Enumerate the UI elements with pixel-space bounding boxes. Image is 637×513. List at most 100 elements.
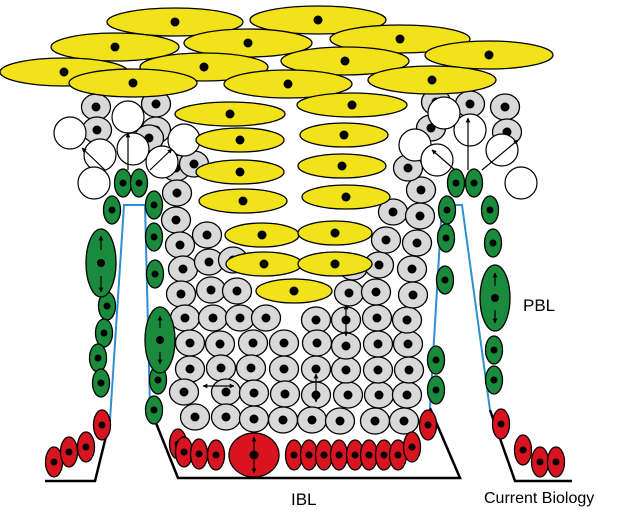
suprabasal-cell-10: [163, 180, 192, 206]
keratinocyte-11-nucleus: [284, 80, 293, 89]
migrating-cell-3: [112, 101, 144, 133]
suprabasal-cell-1: [82, 94, 111, 120]
keratinocyte-17: [196, 160, 284, 184]
peripheral-basal-cell-5: [96, 319, 113, 347]
keratinocyte-18: [298, 154, 386, 178]
suprabasal-cell-18-nucleus: [180, 388, 189, 397]
keratinocyte-20: [302, 185, 390, 209]
suprabasal-cell-43-nucleus: [308, 416, 317, 425]
suprabasal-cell-53-nucleus: [374, 366, 383, 375]
suprabasal-cell-15-nucleus: [181, 314, 190, 323]
dividing-green-cell-left-nucleus: [97, 259, 105, 267]
suprabasal-cell-63-nucleus: [403, 316, 412, 325]
suprabasal-cell-57-nucleus: [375, 261, 384, 270]
peripheral-basal-cell-16: [437, 266, 454, 294]
basal-cell-2: [61, 437, 78, 467]
suprabasal-cell-13-nucleus: [179, 265, 188, 274]
keratinocyte-16-nucleus: [340, 131, 349, 140]
suprabasal-cell-25: [212, 379, 241, 405]
keratinocyte-12-nucleus: [428, 76, 437, 85]
basal-cell-16-nucleus: [395, 452, 402, 459]
peripheral-basal-cell-4-nucleus: [104, 303, 111, 310]
suprabasal-cell-39: [302, 307, 331, 333]
suprabasal-cell-61-nucleus: [405, 366, 414, 375]
keratinocyte-15: [196, 128, 284, 152]
keratinocyte-23-nucleus: [260, 260, 269, 269]
peripheral-basal-cell-20-nucleus: [490, 240, 497, 247]
migrating-cell-13: [146, 146, 178, 178]
basal-cell-4: [94, 410, 111, 440]
suprabasal-cell-47: [332, 333, 361, 359]
peripheral-basal-cell-20: [485, 229, 502, 257]
keratinocyte-21: [225, 223, 299, 247]
basal-cell-3: [78, 432, 95, 462]
suprabasal-cell-41-nucleus: [312, 365, 321, 374]
peripheral-basal-cell-21-nucleus: [491, 347, 498, 354]
suprabasal-cell-72-nucleus: [191, 413, 200, 422]
keratinocyte-16: [300, 123, 388, 147]
suprabasal-cell-58: [372, 227, 401, 253]
suprabasal-cell-67-nucleus: [389, 208, 398, 217]
suprabasal-cell-59-nucleus: [400, 417, 409, 426]
basal-cell-14-nucleus: [366, 452, 373, 459]
peripheral-basal-cell-22: [486, 366, 503, 394]
suprabasal-cell-54-nucleus: [374, 340, 383, 349]
keratinocyte-25-nucleus: [290, 287, 299, 296]
suprabasal-cell-58-nucleus: [382, 236, 391, 245]
peripheral-basal-cell-21: [486, 336, 503, 364]
suprabasal-cell-29: [226, 305, 255, 331]
suprabasal-cell-29-nucleus: [236, 314, 245, 323]
basal-cell-8: [208, 440, 225, 470]
basal-cell-18: [420, 410, 437, 440]
suprabasal-cell-71-nucleus: [190, 160, 199, 169]
peripheral-basal-cell-1-nucleus: [120, 180, 127, 187]
suprabasal-cell-51-nucleus: [371, 417, 380, 426]
suprabasal-cell-65-nucleus: [408, 265, 417, 274]
suprabasal-cell-35-nucleus: [280, 339, 289, 348]
peripheral-basal-cell-19: [482, 196, 499, 224]
peripheral-basal-cell-22-nucleus: [491, 377, 498, 384]
cell-layer: [0, 6, 565, 477]
peripheral-basal-cell-3-nucleus: [109, 207, 116, 214]
suprabasal-cell-46-nucleus: [342, 366, 351, 375]
peripheral-basal-cell-14-nucleus: [444, 207, 451, 214]
suprabasal-cell-36: [270, 356, 299, 382]
peripheral-basal-cell-18: [466, 169, 483, 197]
suprabasal-cell-34: [252, 305, 281, 331]
basal-cell-11-nucleus: [321, 452, 328, 459]
suprabasal-cell-35: [270, 330, 299, 356]
basal-cell-12: [331, 440, 348, 470]
peripheral-basal-cell-1: [115, 169, 132, 197]
suprabasal-cell-10-nucleus: [173, 189, 182, 198]
suprabasal-cell-22-nucleus: [209, 314, 218, 323]
keratinocyte-7-nucleus: [200, 63, 209, 72]
migrating-cell-11: [505, 167, 537, 199]
suprabasal-cell-43: [298, 407, 327, 433]
peripheral-basal-cell-23: [428, 346, 445, 374]
suprabasal-cell-16: [176, 330, 205, 356]
suprabasal-cell-12: [166, 232, 195, 258]
peripheral-basal-cell-9: [146, 223, 163, 251]
suprabasal-cell-14-nucleus: [177, 290, 186, 299]
peripheral-basal-cell-18-nucleus: [471, 180, 478, 187]
suprabasal-cell-72: [181, 404, 210, 430]
keratinocyte-19: [199, 189, 287, 213]
basal-cell-3-nucleus: [83, 444, 90, 451]
basal-cell-10-nucleus: [306, 452, 313, 459]
dividing-basal-cell-nucleus: [250, 451, 259, 460]
ibl-label: IBL: [291, 490, 317, 510]
keratinocyte-9-nucleus: [485, 51, 494, 60]
suprabasal-cell-23: [206, 331, 235, 357]
basal-cell-18-nucleus: [425, 422, 432, 429]
peripheral-basal-cell-3: [104, 196, 121, 224]
suprabasal-cell-28: [223, 278, 252, 304]
keratinocyte-19-nucleus: [239, 197, 248, 206]
keratinocyte-17-nucleus: [236, 168, 245, 177]
suprabasal-cell-21: [197, 277, 226, 303]
suprabasal-cell-34-nucleus: [262, 314, 271, 323]
basal-cell-17: [404, 432, 421, 462]
peripheral-basal-cell-6-nucleus: [95, 355, 102, 362]
suprabasal-cell-49: [335, 280, 364, 306]
basal-cell-22: [548, 447, 565, 477]
